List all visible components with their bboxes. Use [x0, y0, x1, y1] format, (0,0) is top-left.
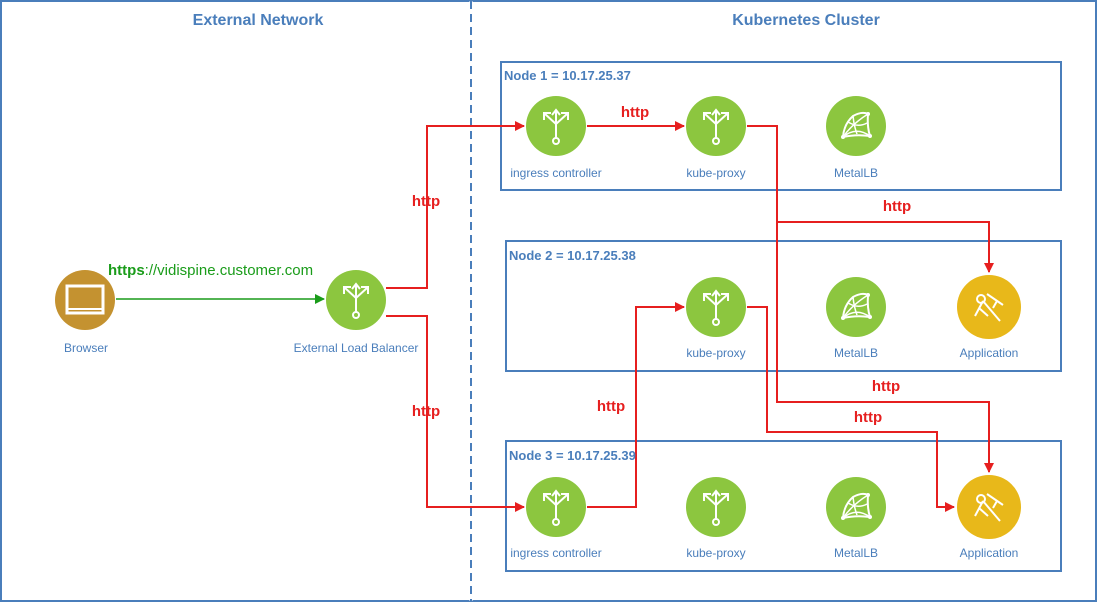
application-label: Application — [959, 546, 1019, 560]
http-edge-label: http — [853, 409, 883, 426]
http-edge-label: http — [411, 403, 441, 420]
metallb-label: MetalLB — [833, 346, 879, 360]
ingress-controller-label: ingress controller — [510, 166, 602, 180]
http-edge-ingress-3-to-proxy-2 — [587, 302, 685, 508]
url-scheme: https — [108, 262, 145, 279]
browser-label: Browser — [63, 341, 109, 355]
ingress-controller-label: ingress controller — [510, 546, 602, 560]
metallb-node-1[interactable] — [826, 96, 886, 156]
kube-proxy-node-3[interactable] — [686, 477, 746, 537]
http-edge-proxy-2-to-app-3 — [747, 306, 955, 512]
metallb-label: MetalLB — [833, 166, 879, 180]
http-edge-label: http — [871, 378, 901, 395]
node-1-title: Node 1 = 10.17.25.37 — [504, 68, 631, 83]
url-host: ://vidispine.customer.com — [144, 262, 314, 279]
kube-proxy-node-1[interactable] — [686, 96, 746, 156]
metallb-node-2[interactable] — [826, 277, 886, 337]
http-edge-lb-to-ingress-1 — [386, 121, 525, 289]
url-label: https://vidispine.customer.com — [108, 262, 313, 279]
node-3-title: Node 3 = 10.17.25.39 — [509, 448, 636, 463]
application-node-3[interactable] — [957, 475, 1021, 539]
http-edge-label: http — [882, 198, 912, 215]
kubernetes-cluster-title: Kubernetes Cluster — [732, 12, 880, 29]
external-network-title: External Network — [192, 12, 324, 29]
metallb-label: MetalLB — [833, 546, 879, 560]
ingress-controller-node-1[interactable] — [526, 96, 586, 156]
application-label: Application — [959, 346, 1019, 360]
browser-node[interactable] — [55, 270, 115, 330]
application-node-2[interactable] — [957, 275, 1021, 339]
http-edge-lb-to-ingress-3 — [386, 315, 525, 512]
kube-proxy-label: kube-proxy — [686, 166, 746, 180]
node-2-box — [505, 240, 1062, 372]
http-edge-label: http — [411, 193, 441, 210]
external-load-balancer-node[interactable] — [326, 270, 386, 330]
kube-proxy-label: kube-proxy — [686, 546, 746, 560]
http-edge-label: http — [596, 398, 626, 415]
http-edge-proxy-1-to-app-3 — [776, 222, 994, 473]
metallb-node-3[interactable] — [826, 477, 886, 537]
load-balancer-label: External Load Balancer — [293, 341, 419, 355]
kube-proxy-node-2[interactable] — [686, 277, 746, 337]
http-edge-label: http — [620, 104, 650, 121]
node-2-title: Node 2 = 10.17.25.38 — [509, 248, 636, 263]
kube-proxy-label: kube-proxy — [686, 346, 746, 360]
ingress-controller-node-3[interactable] — [526, 477, 586, 537]
monitor-icon — [65, 284, 105, 315]
